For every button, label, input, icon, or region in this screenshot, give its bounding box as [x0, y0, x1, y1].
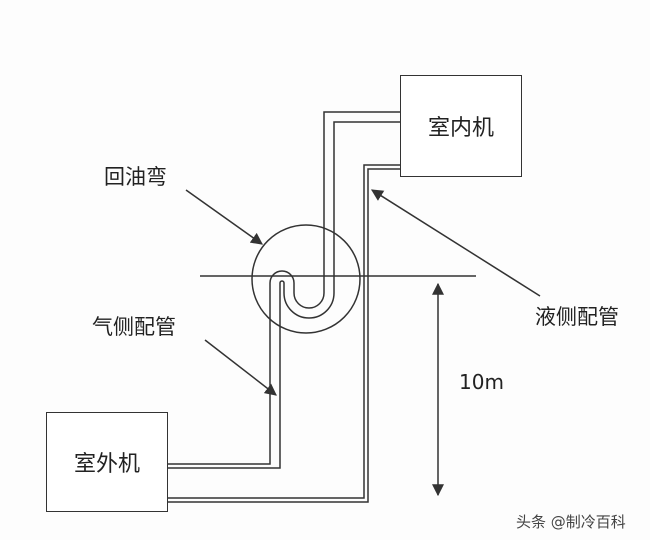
oil-trap-circle	[251, 224, 361, 334]
gas-pipe-leader-arrow	[204, 339, 277, 396]
height-label: 10m	[459, 370, 504, 394]
watermark: 头条 @制冷百科	[516, 513, 626, 531]
liquid-pipe-label: 液侧配管	[535, 305, 619, 329]
oil-trap-label: 回油弯	[104, 165, 167, 189]
gas-side-pipe	[168, 111, 400, 469]
outdoor-unit-box: 室外机	[46, 412, 168, 512]
gas-pipe-label: 气侧配管	[92, 315, 176, 339]
oil-trap-leader-arrow	[185, 189, 263, 245]
indoor-unit-box: 室内机	[400, 75, 522, 177]
liquid-pipe-leader-arrow	[370, 189, 541, 297]
liquid-side-pipe	[168, 164, 400, 503]
